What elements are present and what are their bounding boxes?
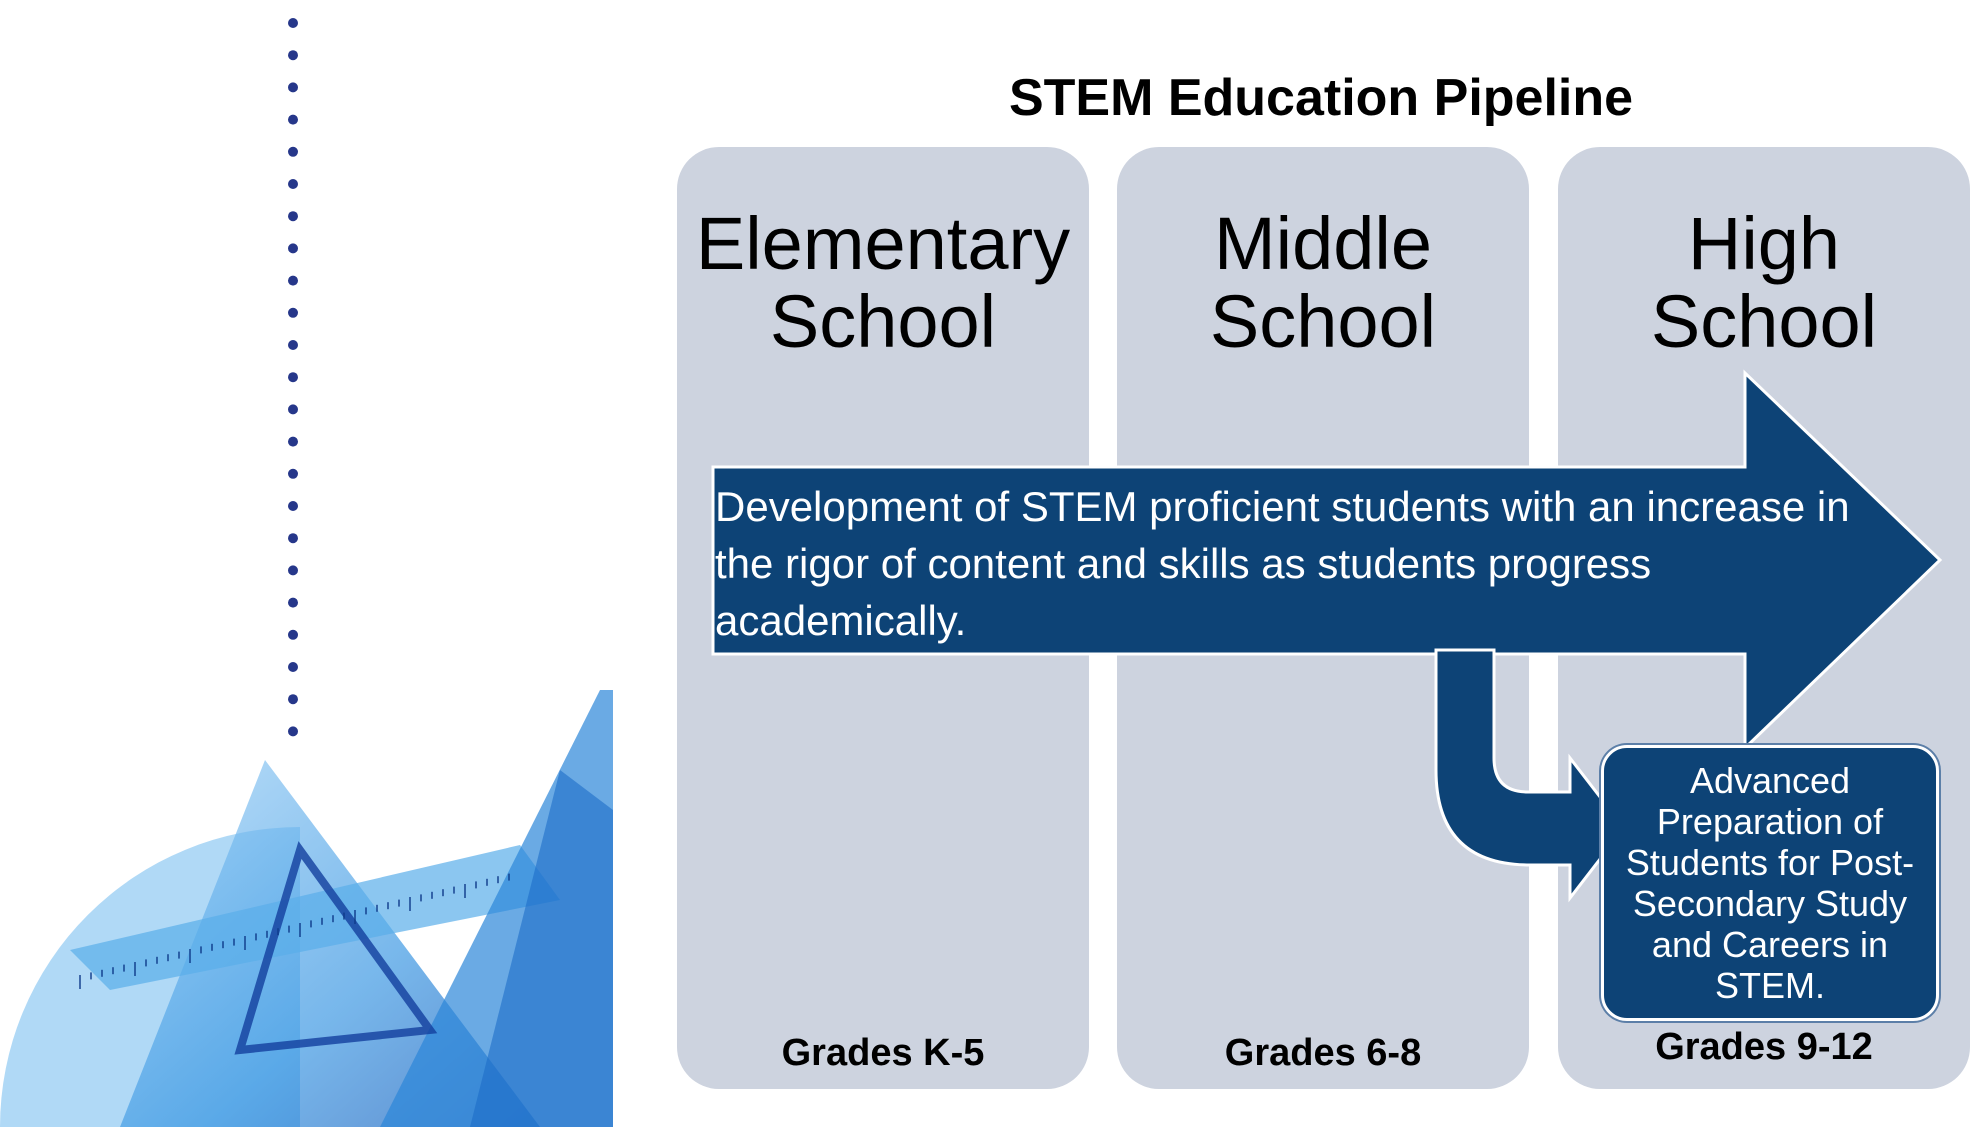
stage-grades: Grades 6-8 xyxy=(1224,1032,1422,1074)
divider-dot xyxy=(288,18,298,28)
dotted-divider xyxy=(288,18,298,737)
drafting-tools-image xyxy=(0,690,613,1127)
triangle-ruler-shape xyxy=(70,845,560,990)
divider-dot xyxy=(288,307,298,318)
divider-dot xyxy=(288,404,298,415)
divider-dot xyxy=(288,662,298,672)
stage-heading: Elementary School xyxy=(677,205,1089,361)
stage-heading-line1: High xyxy=(1687,202,1841,285)
stage-grades: Grades 9-12 xyxy=(1655,1026,1873,1068)
divider-dot xyxy=(288,211,298,222)
divider-dot xyxy=(288,436,298,447)
advanced-preparation-box: Advanced Preparation of Students for Pos… xyxy=(1601,745,1939,1021)
divider-dot xyxy=(288,243,298,254)
divider-dot xyxy=(288,114,298,125)
divider-dot xyxy=(288,146,298,157)
divider-dot xyxy=(288,468,298,479)
stage-heading-line2: School xyxy=(1650,280,1878,363)
stage-heading-line1: Middle xyxy=(1214,202,1432,285)
divider-dot xyxy=(288,179,298,189)
divider-dot xyxy=(288,726,298,737)
stage-grades: Grades K-5 xyxy=(781,1032,985,1074)
progression-arrow-icon xyxy=(711,369,1943,752)
divider-dot xyxy=(288,694,298,705)
page-title: STEM Education Pipeline xyxy=(1008,69,1634,127)
stage-heading-line2: School xyxy=(769,280,997,363)
triangle-ruler-shape xyxy=(234,841,438,1055)
stage-heading: Middle School xyxy=(1117,205,1529,361)
stage-heading-line2: School xyxy=(1209,280,1437,363)
divider-dot xyxy=(288,82,298,93)
divider-dot xyxy=(288,533,298,544)
divider-dot xyxy=(288,372,298,383)
stage-heading: High School xyxy=(1558,205,1970,361)
triangle-ruler-shape xyxy=(470,770,613,1127)
branch-arrow-icon xyxy=(1434,648,1626,903)
divider-dot xyxy=(288,275,298,286)
stage-heading-line1: Elementary xyxy=(695,202,1071,285)
divider-dot xyxy=(288,597,298,608)
arrow-description: Development of STEM proficient students … xyxy=(715,483,1850,644)
divider-dot xyxy=(288,340,298,350)
ruler-ticks xyxy=(79,873,510,989)
divider-dot xyxy=(288,565,298,576)
divider-dot xyxy=(288,50,298,61)
advanced-preparation-text: Advanced Preparation of Students for Pos… xyxy=(1625,760,1915,1006)
divider-dot xyxy=(288,629,298,640)
divider-dot xyxy=(288,501,298,511)
